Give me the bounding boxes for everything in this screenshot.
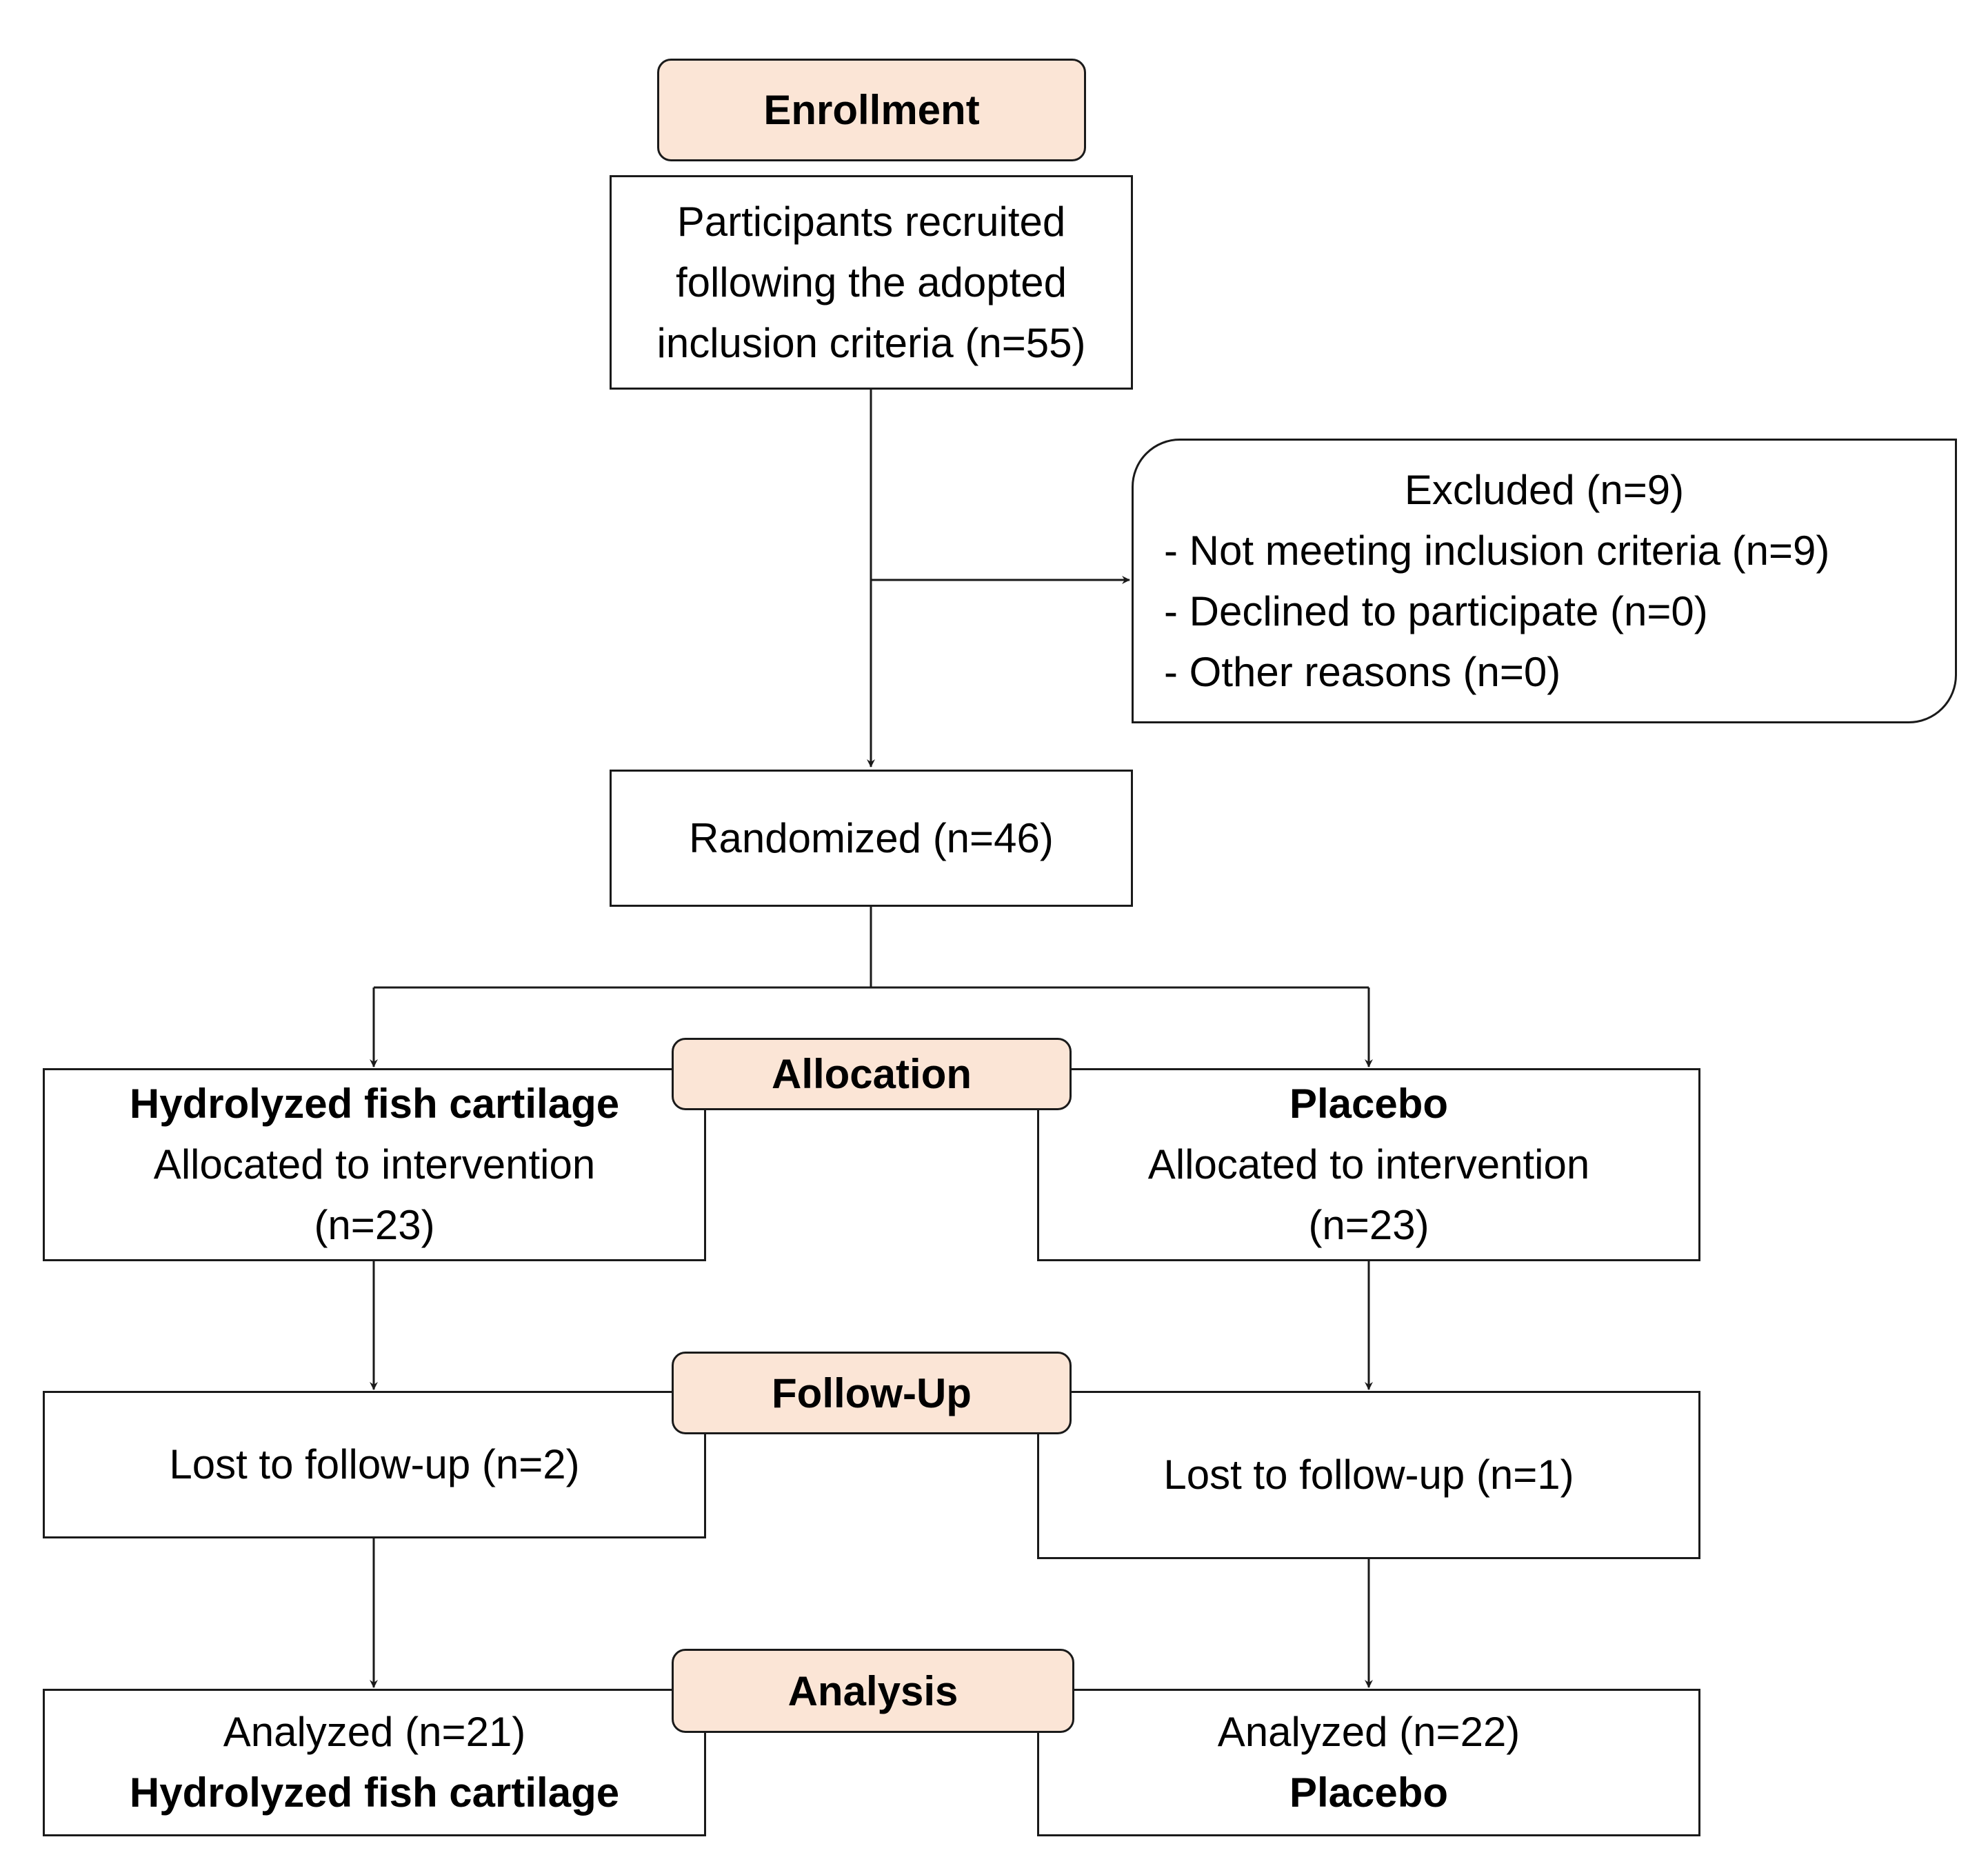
stage-follow-up-label: Follow-Up — [772, 1370, 972, 1416]
analysis-box-right: Analyzed (n=22) Placebo — [1037, 1689, 1700, 1836]
allocation-box-left: Hydrolyzed fish cartilage Allocated to i… — [43, 1068, 706, 1261]
stage-allocation-label: Allocation — [771, 1051, 972, 1097]
recruited-line-1: Participants recruited — [676, 198, 1066, 245]
excluded-reason: - Other reasons (n=0) — [1164, 648, 1561, 695]
excluded-box: Excluded (n=9) - Not meeting inclusion c… — [1132, 439, 1957, 723]
arm-name: Hydrolyzed fish cartilage — [129, 1081, 620, 1127]
randomized-box: Randomized (n=46) — [610, 770, 1133, 907]
allocated-line: Allocated to intervention — [1147, 1141, 1590, 1187]
followup-box-left: Lost to follow-up (n=2) — [43, 1391, 706, 1538]
analyzed-count: Analyzed (n=21) — [223, 1709, 526, 1755]
followup-box-right: Lost to follow-up (n=1) — [1037, 1391, 1700, 1559]
analyzed-count: Analyzed (n=22) — [1217, 1709, 1520, 1755]
arm-name: Placebo — [1289, 1769, 1449, 1816]
excluded-reason: - Declined to participate (n=0) — [1164, 588, 1708, 634]
randomized-label: Randomized (n=46) — [689, 814, 1054, 861]
recruited-line-3: inclusion criteria (n=55) — [656, 319, 1086, 366]
lost-to-followup: Lost to follow-up (n=1) — [1163, 1452, 1574, 1498]
recruited-box: Participants recruited following the ado… — [610, 175, 1133, 390]
excluded-reason: - Not meeting inclusion criteria (n=9) — [1164, 527, 1830, 574]
arm-name: Hydrolyzed fish cartilage — [129, 1769, 620, 1816]
stage-follow-up: Follow-Up — [672, 1352, 1072, 1434]
stage-enrollment: Enrollment — [657, 59, 1086, 161]
stage-allocation: Allocation — [672, 1038, 1072, 1110]
allocated-count: (n=23) — [314, 1202, 435, 1248]
excluded-title: Excluded (n=9) — [1404, 466, 1685, 513]
arm-name: Placebo — [1289, 1081, 1449, 1127]
allocation-box-right: Placebo Allocated to intervention (n=23) — [1037, 1068, 1700, 1261]
stage-analysis: Analysis — [672, 1649, 1074, 1733]
recruited-line-2: following the adopted — [675, 259, 1067, 305]
analysis-box-left: Analyzed (n=21) Hydrolyzed fish cartilag… — [43, 1689, 706, 1836]
allocated-count: (n=23) — [1308, 1202, 1429, 1248]
stage-enrollment-label: Enrollment — [763, 87, 980, 133]
stage-analysis-label: Analysis — [787, 1667, 958, 1714]
allocated-line: Allocated to intervention — [153, 1141, 596, 1187]
lost-to-followup: Lost to follow-up (n=2) — [169, 1441, 580, 1487]
